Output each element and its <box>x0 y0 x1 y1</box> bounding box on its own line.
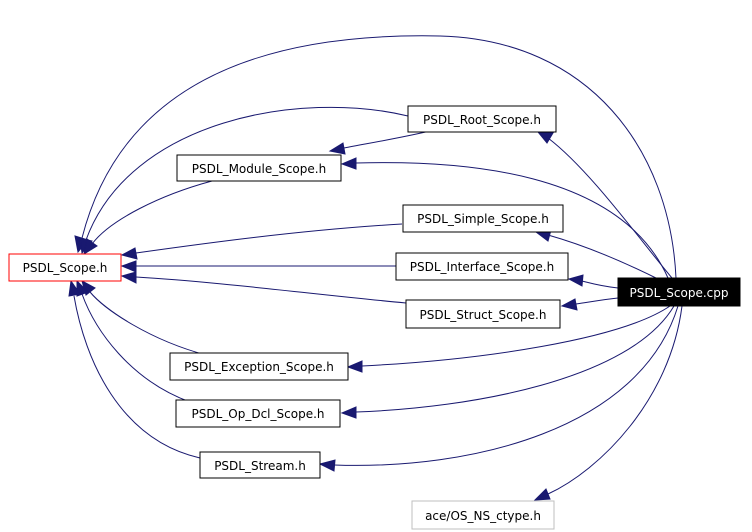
arrow-head <box>567 274 584 287</box>
node-label: PSDL_Scope.h <box>23 261 108 275</box>
arrow-head <box>318 459 336 472</box>
edge-stream-h-to-scope-h <box>73 295 201 459</box>
edge-scope-cpp-to-op-dcl-scope-h <box>355 305 675 413</box>
node-scope-cpp[interactable]: PSDL_Scope.cpp <box>617 277 741 307</box>
edge-scope-cpp-to-ace-ctype-h <box>547 305 683 495</box>
arrow-head <box>83 238 98 256</box>
edge-scope-cpp-to-exception-scope-h <box>361 305 671 367</box>
node-label: PSDL_Root_Scope.h <box>423 113 541 127</box>
edge-scope-cpp-to-stream-h <box>333 305 679 466</box>
node-ace-ctype-h[interactable]: ace/OS_NS_ctype.h <box>411 500 555 530</box>
arrow-head <box>560 298 578 311</box>
edge-op-dcl-scope-h-to-scope-h <box>81 293 191 403</box>
edge-root-scope-h-to-module-scope-h <box>343 130 431 149</box>
arrow-head <box>120 260 137 273</box>
arrow-head <box>340 406 357 419</box>
node-label: ace/OS_NS_ctype.h <box>425 509 541 523</box>
edge-module-scope-h-to-scope-h <box>91 180 213 245</box>
node-exception-scope-h[interactable]: PSDL_Exception_Scope.h <box>169 352 349 381</box>
edge-scope-cpp-to-struct-scope-h <box>575 297 619 305</box>
arrow-head <box>533 488 551 501</box>
edge-scope-cpp-to-simple-scope-h <box>547 234 661 281</box>
arrow-head <box>536 131 554 144</box>
node-simple-scope-h[interactable]: PSDL_Simple_Scope.h <box>402 204 564 233</box>
arrow-head <box>340 157 357 170</box>
node-module-scope-h[interactable]: PSDL_Module_Scope.h <box>176 154 342 182</box>
node-label: PSDL_Module_Scope.h <box>192 162 326 176</box>
nodes: PSDL_Scope.cpp PSDL_Scope.h PSDL_Root_Sc… <box>8 105 741 530</box>
node-label: PSDL_Exception_Scope.h <box>184 360 334 374</box>
node-interface-scope-h[interactable]: PSDL_Interface_Scope.h <box>395 252 569 281</box>
arrow-head <box>346 360 363 373</box>
node-root-scope-h[interactable]: PSDL_Root_Scope.h <box>407 105 557 133</box>
edge-struct-scope-h-to-scope-h <box>135 276 407 304</box>
node-label: PSDL_Stream.h <box>214 459 306 473</box>
arrow-head <box>68 279 81 297</box>
node-label: PSDL_Op_Dcl_Scope.h <box>192 407 325 421</box>
edges <box>68 35 683 501</box>
node-struct-scope-h[interactable]: PSDL_Struct_Scope.h <box>405 299 561 329</box>
node-stream-h[interactable]: PSDL_Stream.h <box>199 451 321 479</box>
edge-exception-scope-h-to-scope-h <box>89 291 207 356</box>
edge-simple-scope-h-to-scope-h <box>135 223 403 254</box>
edge-scope-cpp-to-scope-h <box>81 35 677 279</box>
node-label: PSDL_Simple_Scope.h <box>417 212 549 226</box>
node-label: PSDL_Struct_Scope.h <box>420 308 547 322</box>
node-scope-h[interactable]: PSDL_Scope.h <box>8 253 122 282</box>
node-label: PSDL_Interface_Scope.h <box>410 260 554 274</box>
edge-scope-cpp-to-interface-scope-h <box>581 280 619 289</box>
arrow-head <box>328 142 346 155</box>
edge-scope-cpp-to-module-scope-h <box>355 162 669 279</box>
node-label: PSDL_Scope.cpp <box>630 286 729 300</box>
arrow-head <box>120 271 137 284</box>
node-op-dcl-scope-h[interactable]: PSDL_Op_Dcl_Scope.h <box>175 399 341 428</box>
edge-root-scope-h-to-scope-h <box>85 106 409 241</box>
arrow-head <box>120 247 138 260</box>
arrow-head <box>76 279 89 297</box>
